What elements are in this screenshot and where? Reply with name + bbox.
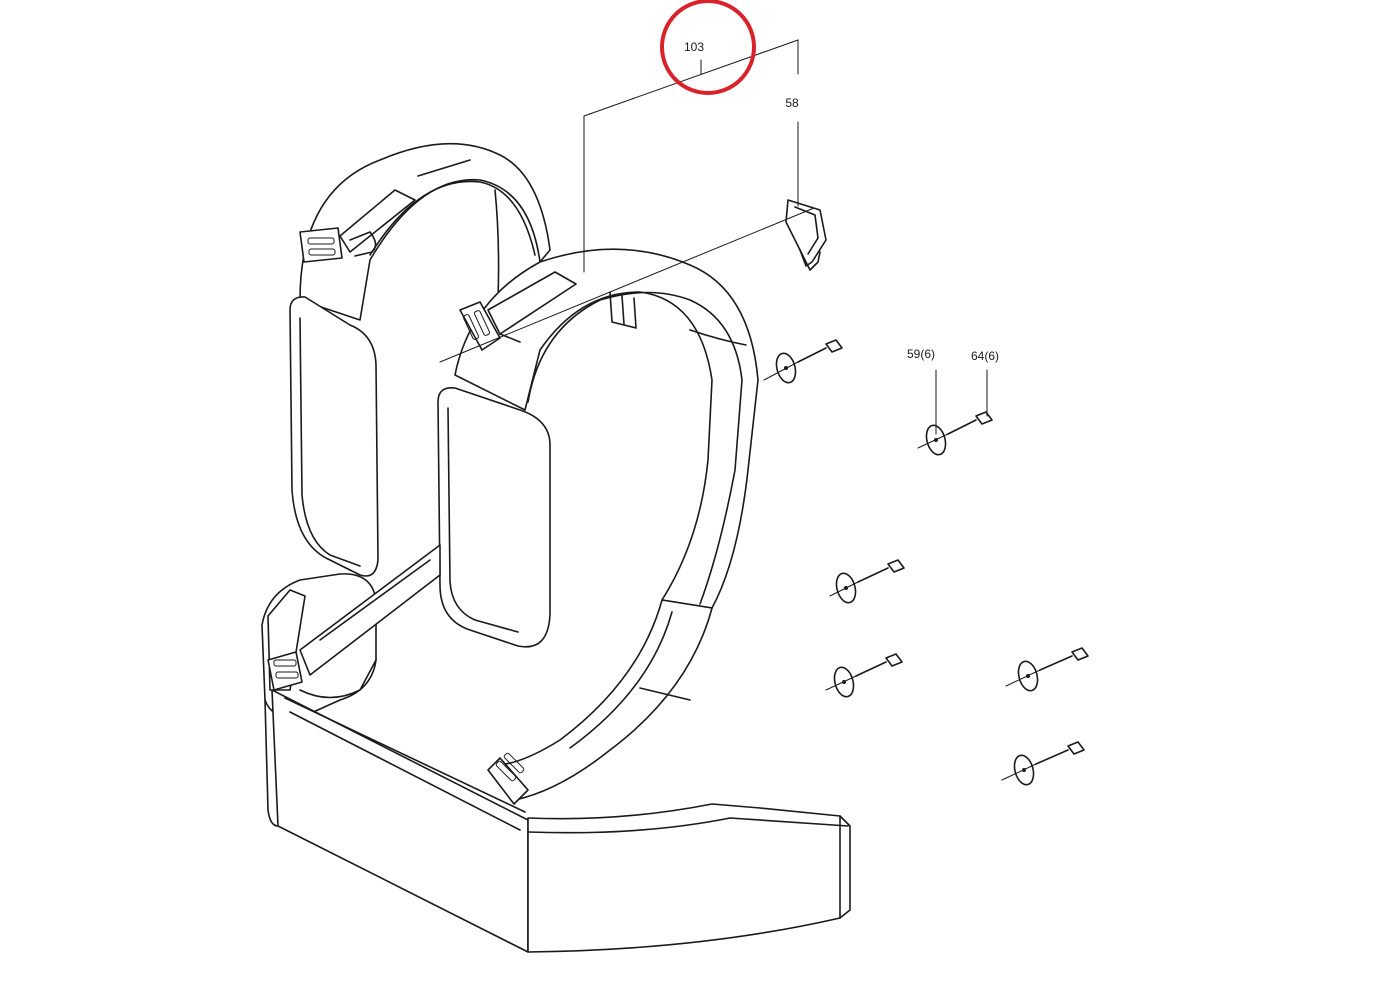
rear-shoulder-strap (289, 142, 551, 577)
front-shoulder-strap (267, 248, 759, 805)
leader-lines (439, 39, 988, 435)
highlight-circle (660, 0, 756, 95)
callout-label-59: 59(6) (907, 347, 935, 361)
hip-belt (261, 573, 851, 953)
hook-clip (785, 199, 827, 271)
front-buckle-upper (459, 301, 501, 351)
callout-label-64: 64(6) (971, 349, 999, 363)
fastener-set (763, 339, 1089, 786)
belt-buckle-left (267, 651, 303, 691)
rear-buckle (299, 227, 343, 263)
callout-label-58: 58 (785, 96, 799, 110)
front-buckle-lower (487, 752, 529, 805)
callout-label-103: 103 (684, 40, 704, 54)
